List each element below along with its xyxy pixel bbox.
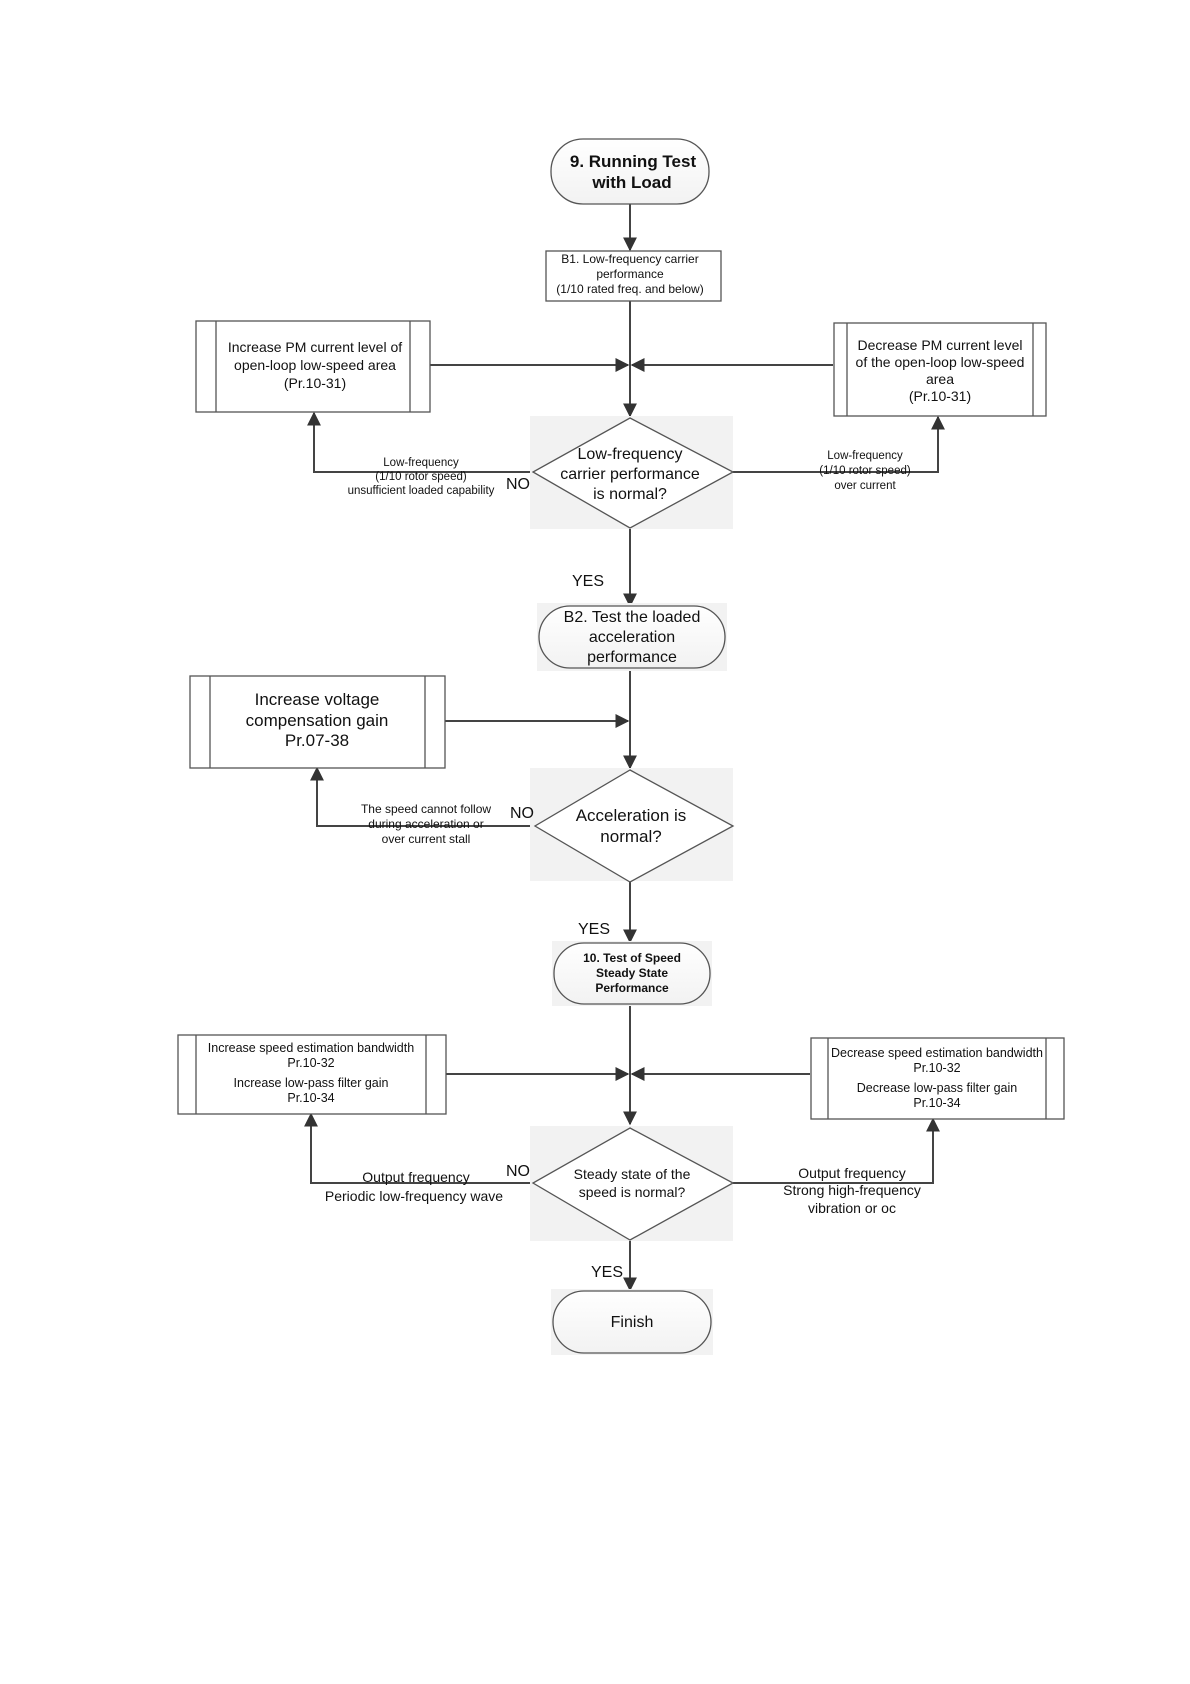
d1-right-label-line1: Low-frequency	[827, 450, 903, 462]
d1-label-line2: carrier performance	[560, 466, 700, 483]
d3-yes-label: YES	[591, 1264, 623, 1281]
d1-right-label-line2: (1/10 rotor speed)	[819, 465, 911, 477]
increase-speed-line2: Pr.10-32	[287, 1056, 334, 1070]
finish-label: Finish	[611, 1314, 654, 1331]
increase-voltage-line2: compensation gain	[246, 711, 389, 730]
b1-label-line2: performance	[596, 267, 664, 281]
increase-speed-estimation-box: Increase speed estimation bandwidth Pr.1…	[177, 1034, 447, 1115]
d1-right-label-line3: over current	[834, 480, 896, 492]
d3-left-label-line1: Output frequency	[362, 1169, 469, 1185]
edges	[304, 203, 945, 1292]
decrease-speed-line4: Pr.10-34	[913, 1096, 960, 1110]
edge-labels: Low-frequency (1/10 rotor speed) unsuffi…	[325, 450, 921, 1281]
b2-label-line1: B2. Test the loaded	[564, 609, 701, 626]
d2-left-label-line3: over current stall	[382, 832, 471, 846]
d2-no-label: NO	[510, 805, 534, 822]
d3-no-label: NO	[506, 1163, 530, 1180]
d3-right-label-line1: Output frequency	[798, 1165, 905, 1181]
decrease-speed-line1: Decrease speed estimation bandwidth	[831, 1046, 1043, 1060]
b1-label-line1: B1. Low-frequency carrier	[561, 252, 698, 266]
increase-speed-line3: Increase low-pass filter gain	[234, 1076, 389, 1090]
d1-left-label-line3: unsufficient loaded capability	[348, 485, 495, 497]
d1-no-label: NO	[506, 476, 530, 493]
edge-d3-no-to-inc-speed	[304, 1112, 533, 1184]
d3-label-line1: Steady state of the	[574, 1166, 691, 1182]
d2-left-label-line1: The speed cannot follow	[361, 802, 491, 816]
edge-d1-no-to-inc-pm	[307, 411, 533, 473]
edge-d3-high-to-dec-speed	[727, 1117, 940, 1184]
d1-left-label-line2: (1/10 rotor speed)	[375, 471, 467, 483]
b1-process-box: B1. Low-frequency carrier performance (1…	[545, 250, 722, 302]
b2-label-line2: acceleration	[589, 629, 675, 646]
increase-voltage-box: Increase voltage compensation gain Pr.07…	[189, 675, 446, 769]
d1-yes-label: YES	[572, 573, 604, 590]
edge-d2-no-to-inc-volt	[310, 766, 535, 827]
increase-pm-line3: (Pr.10-31)	[284, 375, 346, 391]
decrease-pm-current-box: Decrease PM current level of the open-lo…	[833, 322, 1047, 417]
increase-pm-line2: open-loop low-speed area	[234, 357, 396, 373]
d2-left-label-line2: during acceleration or	[368, 817, 483, 831]
increase-speed-line1: Increase speed estimation bandwidth	[208, 1041, 414, 1055]
d1-label-line3: is normal?	[593, 486, 667, 503]
d3-left-label-line2: Periodic low-frequency wave	[325, 1188, 503, 1204]
decision-low-frequency-normal: Low-frequency carrier performance is nor…	[530, 416, 735, 529]
d1-label-line1: Low-frequency	[578, 446, 683, 463]
b1-label-line3: (1/10 rated freq. and below)	[556, 282, 703, 296]
start-label-line1: 9. Running Test	[570, 152, 697, 171]
d3-right-label-line3: vibration or oc	[808, 1200, 896, 1216]
increase-voltage-line3: Pr.07-38	[285, 731, 349, 750]
decrease-pm-line3: area	[926, 371, 954, 387]
d1-left-label-line1: Low-frequency	[383, 457, 459, 469]
start-label-line2: with Load	[591, 173, 671, 192]
d3-right-label-line2: Strong high-frequency	[783, 1182, 921, 1198]
decrease-pm-line2: of the open-loop low-speed	[856, 354, 1025, 370]
increase-pm-line1: Increase PM current level of	[228, 339, 402, 355]
decrease-speed-line2: Pr.10-32	[913, 1061, 960, 1075]
increase-voltage-line1: Increase voltage	[255, 690, 380, 709]
decision-steady-state-normal: Steady state of the speed is normal?	[530, 1126, 735, 1241]
t10-label-line1: 10. Test of Speed	[583, 951, 681, 965]
d2-label-line1: Acceleration is	[576, 806, 687, 825]
decrease-speed-line3: Decrease low-pass filter gain	[857, 1081, 1018, 1095]
t10-label-line2: Steady State	[596, 966, 668, 980]
d2-label-line2: normal?	[600, 827, 661, 846]
d3-label-line2: speed is normal?	[579, 1184, 686, 1200]
edge-d1-over-to-dec-pm	[727, 415, 945, 473]
t10-label-line3: Performance	[595, 981, 669, 995]
decrease-speed-estimation-box: Decrease speed estimation bandwidth Pr.1…	[810, 1037, 1065, 1120]
b2-terminator: B2. Test the loaded acceleration perform…	[537, 603, 727, 671]
increase-pm-current-box: Increase PM current level of open-loop l…	[195, 320, 431, 413]
start-terminator: 9. Running Test with Load	[550, 138, 710, 205]
decision-acceleration-normal: Acceleration is normal?	[530, 768, 735, 883]
increase-speed-line4: Pr.10-34	[287, 1091, 334, 1105]
finish-terminator: Finish	[551, 1289, 713, 1355]
decrease-pm-line4: (Pr.10-31)	[909, 388, 971, 404]
b2-label-line3: performance	[587, 649, 677, 666]
test-speed-terminator: 10. Test of Speed Steady State Performan…	[552, 941, 712, 1006]
d2-yes-label: YES	[578, 921, 610, 938]
decrease-pm-line1: Decrease PM current level	[858, 337, 1023, 353]
